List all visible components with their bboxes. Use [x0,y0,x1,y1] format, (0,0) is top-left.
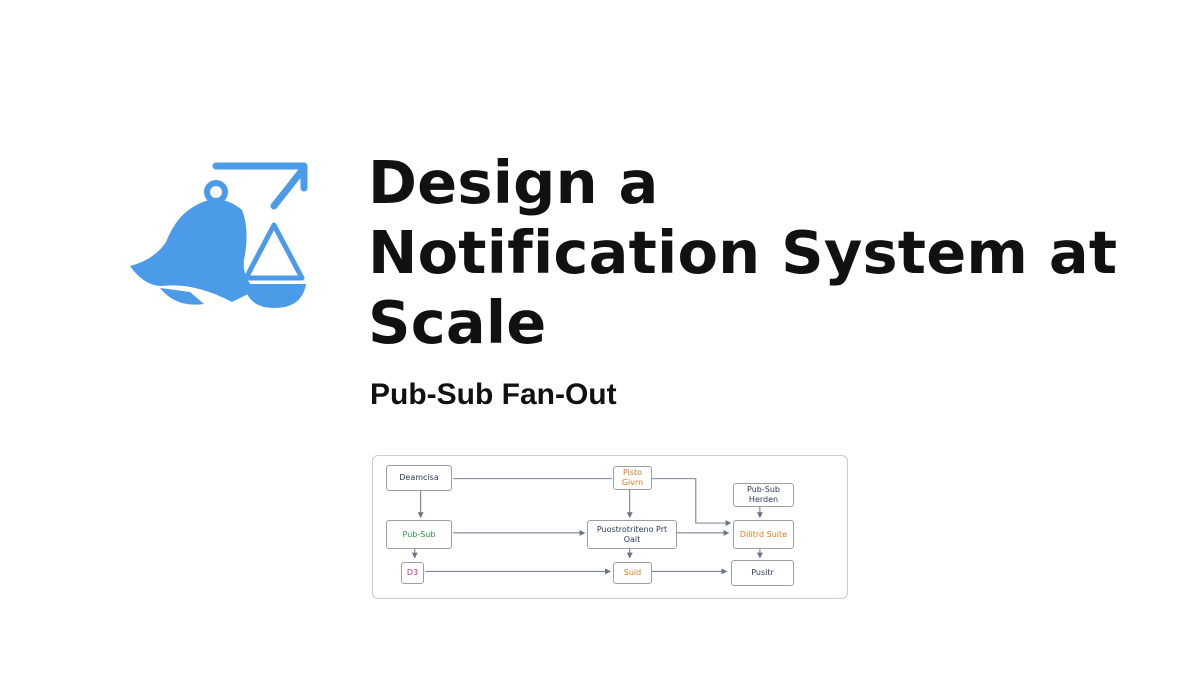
node-fanout: Puostrotriteno Prt Oait [587,520,677,549]
node-delivery: Dilitrd Suite [733,520,794,549]
node-pubsub: Pub-Sub [386,520,452,549]
diagram-connectors [411,478,763,575]
title-line-3: Scale [368,288,547,357]
architecture-diagram: Deamcisa Pisto Givrn Pub-Sub Herden Pub-… [372,455,848,599]
node-db: D3 [401,562,424,584]
logo [130,162,308,308]
node-store: Suid [613,562,652,584]
balance-scale-icon [243,222,306,308]
bell-icon [130,180,256,305]
node-queue-top: Pisto Givrn [613,466,652,490]
edge-queue-delivery [650,478,732,527]
node-push: Pusitr [731,560,794,586]
node-pubsub-router: Pub-Sub Herden [733,483,794,507]
page-subtitle: Pub-Sub Fan-Out [370,378,617,411]
arrow-up-right-icon [212,162,308,210]
title-line-1: Design a [368,148,659,217]
title-line-2: Notification System at [368,218,1118,287]
node-services: Deamcisa [386,465,452,491]
page-title: Design a Notification System at Scale [368,148,1168,358]
